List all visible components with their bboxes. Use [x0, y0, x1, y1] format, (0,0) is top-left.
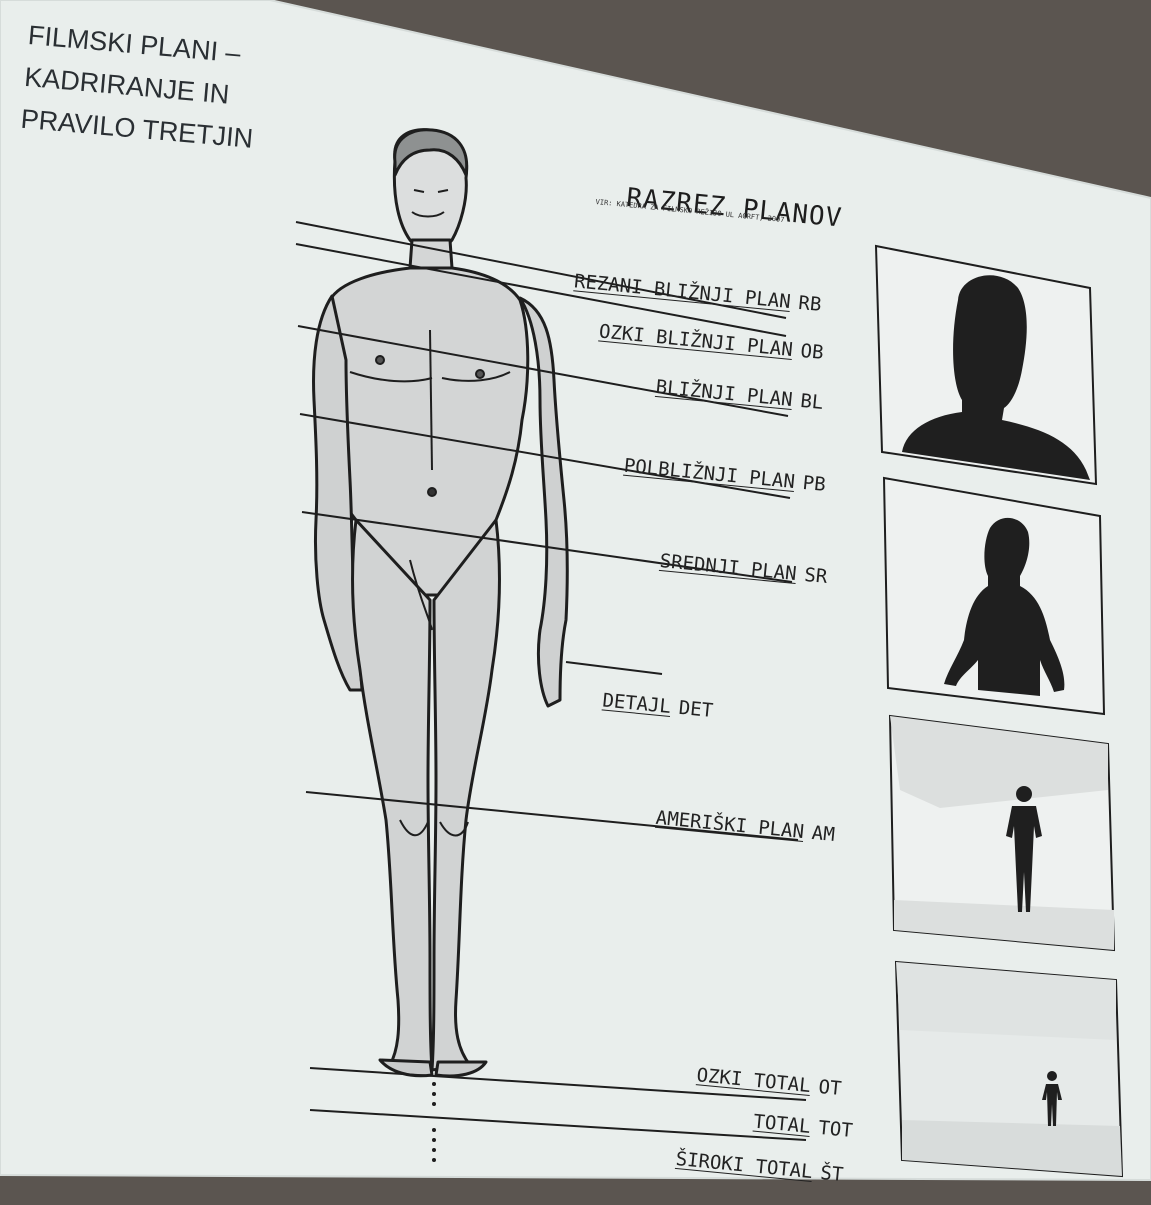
- shot-abbreviation: OB: [799, 340, 824, 364]
- shot-abbreviation: ŠT: [819, 1162, 844, 1186]
- shot-abbreviation: BL: [799, 390, 824, 414]
- shot-abbreviation: AM: [811, 822, 836, 846]
- thumbnail-full-body: [890, 716, 1114, 950]
- shot-abbreviation: TOT: [818, 1117, 854, 1142]
- shot-abbreviation: RB: [797, 292, 822, 316]
- shot-abbreviation: SR: [803, 564, 828, 588]
- shot-abbreviation: OT: [817, 1076, 842, 1100]
- thumbnail-head-shoulders: [876, 246, 1096, 484]
- thumbnail-waist-up: [884, 478, 1104, 714]
- thumbnail-small-full-body: [896, 962, 1122, 1176]
- shot-abbreviation: DET: [678, 697, 714, 722]
- slide-title: FILMSKI PLANI – KADRIRANJE IN PRAVILO TR…: [19, 14, 289, 162]
- shot-abbreviation: PB: [801, 472, 826, 496]
